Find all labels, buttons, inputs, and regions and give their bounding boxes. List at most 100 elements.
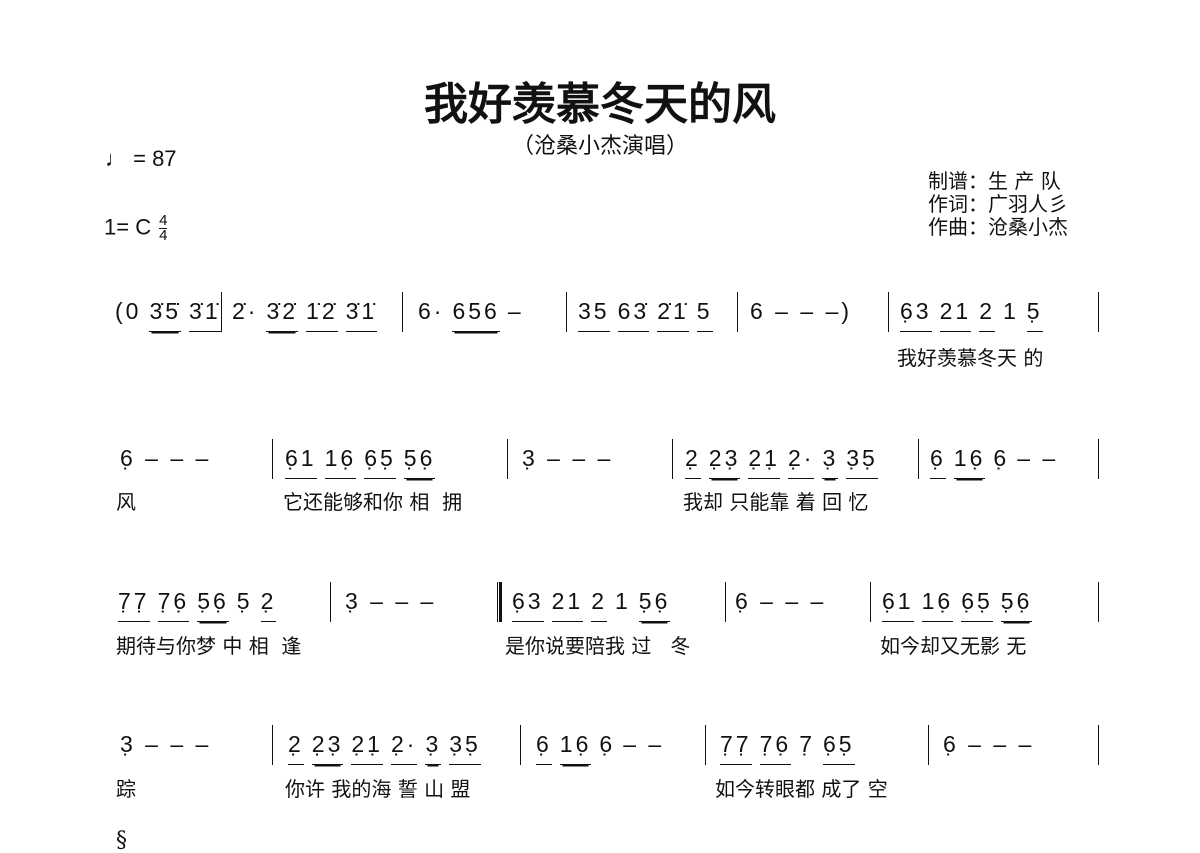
note-group: 1 xyxy=(614,588,631,614)
note-group: 63̇ xyxy=(617,298,650,332)
note-group: 2̣ xyxy=(288,731,304,765)
note-group: 1 xyxy=(1002,298,1019,324)
note-group: 3̣ – – – xyxy=(120,731,212,757)
note-group: 2̣3̣ xyxy=(311,731,344,765)
lyric-line: 踪 xyxy=(116,777,136,801)
note-group: 3̣ xyxy=(822,445,839,479)
note-group: 16̣ xyxy=(953,445,986,479)
note-group: 6̣ – – – xyxy=(735,588,827,614)
note-group: 5̣6̣ xyxy=(1000,588,1033,622)
barline xyxy=(566,292,567,332)
lyric-line: 期待与你梦 中 相 逢 xyxy=(116,634,302,658)
note-group: 3̣ xyxy=(425,731,442,765)
tempo-marking: ♩ = 87 xyxy=(105,146,177,171)
measure: 6̣ – – – xyxy=(120,445,211,478)
barline xyxy=(725,582,726,622)
barline xyxy=(1098,582,1099,622)
lyric-line: 如今转眼都 成了 空 xyxy=(715,777,888,801)
note-group: 3̇2̇ xyxy=(266,298,299,332)
lyric-line: 风 xyxy=(116,490,136,514)
barline xyxy=(272,725,273,765)
measure: 2̇· 3̇2̇1̇2̇3̇1̇ xyxy=(232,298,378,332)
credit-composer: 作曲：沧桑小杰 xyxy=(928,215,1068,239)
note-group: 7̣6̣ xyxy=(759,731,792,765)
measure: 6̣ – – – xyxy=(943,731,1034,764)
note-group: 6̣ xyxy=(930,445,946,479)
measure: 7̣7̣7̣6̣ 7̣ 6̣5̣ xyxy=(720,731,855,765)
lyric-line: 我好羡慕冬天 的 xyxy=(897,346,1044,370)
note-group: 6̣5̣ xyxy=(961,588,993,622)
note-group: 5̣6̣ xyxy=(197,588,229,622)
note-group: 2̣1̣ xyxy=(748,445,780,479)
credit-lyricist: 作词：广羽人彡 xyxy=(928,192,1068,216)
measure: 6 – – –) xyxy=(750,298,852,331)
barline xyxy=(928,725,929,765)
note-group: 2̣ xyxy=(685,445,701,479)
note-group: 7̣6̣ xyxy=(157,588,190,622)
note-group: 7̣7̣ xyxy=(720,731,752,765)
barline xyxy=(918,439,919,479)
barline xyxy=(870,582,871,622)
note-group: 3̇5̇ xyxy=(149,298,182,332)
note-group: 5̣6̣ xyxy=(638,588,671,622)
note-group: 6̣5̣ xyxy=(822,731,855,765)
note-group: 3̇1̇ xyxy=(189,298,221,332)
note-group: 2 xyxy=(591,588,607,622)
note-group: 35 xyxy=(578,298,610,332)
note-group: 6̣3 xyxy=(512,588,544,622)
note-group: 6̣ xyxy=(993,445,1010,471)
note-group: 2 xyxy=(979,298,995,332)
note-group: 16̣ xyxy=(324,445,357,479)
note-group: – – xyxy=(1017,445,1059,471)
credit-transcriber: 制谱：生 产 队 xyxy=(928,169,1061,193)
song-title: 我好羡慕冬天的风 xyxy=(424,79,776,130)
note-group: 3̣5̣ xyxy=(449,731,481,765)
note-group: 2̣1̣ xyxy=(351,731,383,765)
note-group: 7̣7̣ xyxy=(118,588,150,622)
lyric-line: 如今却又无影 无 xyxy=(880,634,1027,658)
score-line: 3̣ – – –2̣2̣3̣2̣1̣2̣·3̣3̣5̣6̣16̣6̣– –7̣7… xyxy=(0,725,1200,781)
note-group: 21 xyxy=(939,298,972,332)
key-text: 1= C xyxy=(104,214,152,240)
note-group: 6̣ xyxy=(599,731,616,757)
note-group: 2̇· xyxy=(232,298,259,324)
barline xyxy=(1098,439,1099,479)
note-group: 6̣ – – – xyxy=(943,731,1035,757)
note-group: 656 xyxy=(452,298,500,332)
note-group: 2̇1̇ xyxy=(657,298,689,332)
note-group: 6̣1 xyxy=(882,588,914,622)
measure: 2̣2̣3̣2̣1̣2̣·3̣3̣5̣ xyxy=(685,445,878,479)
barline xyxy=(507,439,508,479)
note-group: 7̣ xyxy=(799,731,815,757)
barline xyxy=(888,292,889,332)
barline xyxy=(1098,292,1099,332)
barline xyxy=(1098,725,1099,765)
note-group: 16̣ xyxy=(921,588,954,622)
note-group: 6̣5̣ xyxy=(364,445,396,479)
barline xyxy=(272,439,273,479)
lyric-line: 你许 我的海 誓 山 盟 xyxy=(285,777,471,801)
note-group: 21 xyxy=(551,588,584,622)
note-group: 5̣ xyxy=(236,588,253,614)
barline xyxy=(330,582,331,622)
note-group: 1̇2̇ xyxy=(306,298,338,332)
note-group: 3̇1̇ xyxy=(345,298,378,332)
barline xyxy=(705,725,706,765)
note-group: – – xyxy=(623,731,665,757)
note-group: 6· xyxy=(418,298,445,324)
measure: 3̣ – – – xyxy=(345,588,436,621)
note-group: 5̣ xyxy=(1026,298,1043,332)
measure: 6̣ – – – xyxy=(735,588,826,621)
note-group: 3̣ – – – xyxy=(345,588,437,614)
time-denominator: 4 xyxy=(159,227,168,244)
lyric-line: 是你说要陪我 过 冬 xyxy=(505,634,691,658)
measure: 6·656– xyxy=(418,298,524,332)
